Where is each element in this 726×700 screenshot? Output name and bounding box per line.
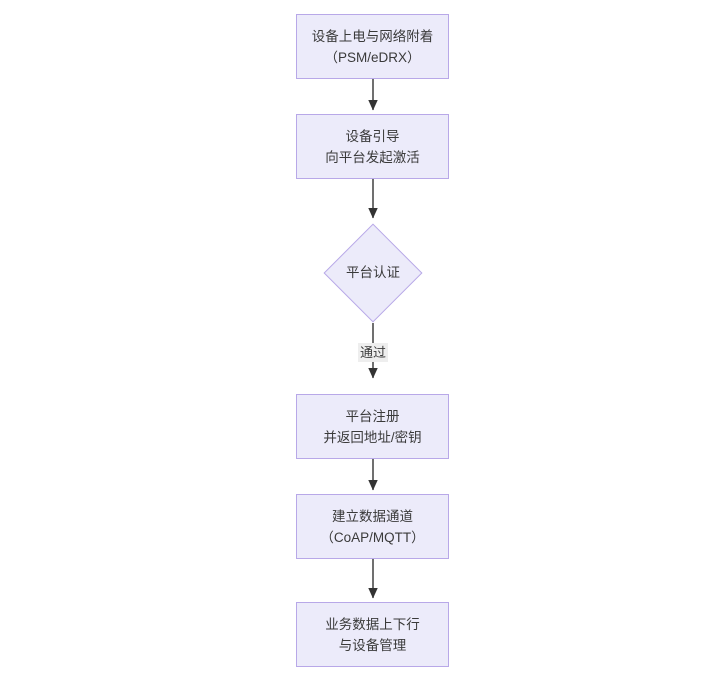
node-service-data-line2: 与设备管理: [338, 637, 407, 653]
node-platform-register-line1: 平台注册: [345, 408, 400, 424]
node-bootstrap-line2: 向平台发起激活: [325, 149, 420, 165]
node-power-on-line2: （PSM/eDRX）: [324, 49, 421, 65]
node-bootstrap[interactable]: 设备引导 向平台发起激活: [296, 114, 449, 179]
node-service-data[interactable]: 业务数据上下行 与设备管理: [296, 602, 449, 667]
node-platform-auth[interactable]: 平台认证: [323, 222, 423, 323]
node-platform-register[interactable]: 平台注册 并返回地址/密钥: [296, 394, 449, 459]
node-service-data-line1: 业务数据上下行: [325, 616, 420, 632]
node-data-channel[interactable]: 建立数据通道 （CoAP/MQTT）: [296, 494, 449, 559]
node-data-channel-line2: （CoAP/MQTT）: [320, 529, 425, 545]
node-data-channel-line1: 建立数据通道: [332, 508, 413, 524]
node-platform-register-line2: 并返回地址/密钥: [323, 429, 422, 445]
node-power-on[interactable]: 设备上电与网络附着 （PSM/eDRX）: [296, 14, 449, 79]
edge-label-pass: 通过: [357, 343, 389, 362]
node-bootstrap-line1: 设备引导: [345, 128, 400, 144]
node-power-on-line1: 设备上电与网络附着: [311, 28, 434, 44]
node-platform-auth-label: 平台认证: [346, 265, 400, 280]
